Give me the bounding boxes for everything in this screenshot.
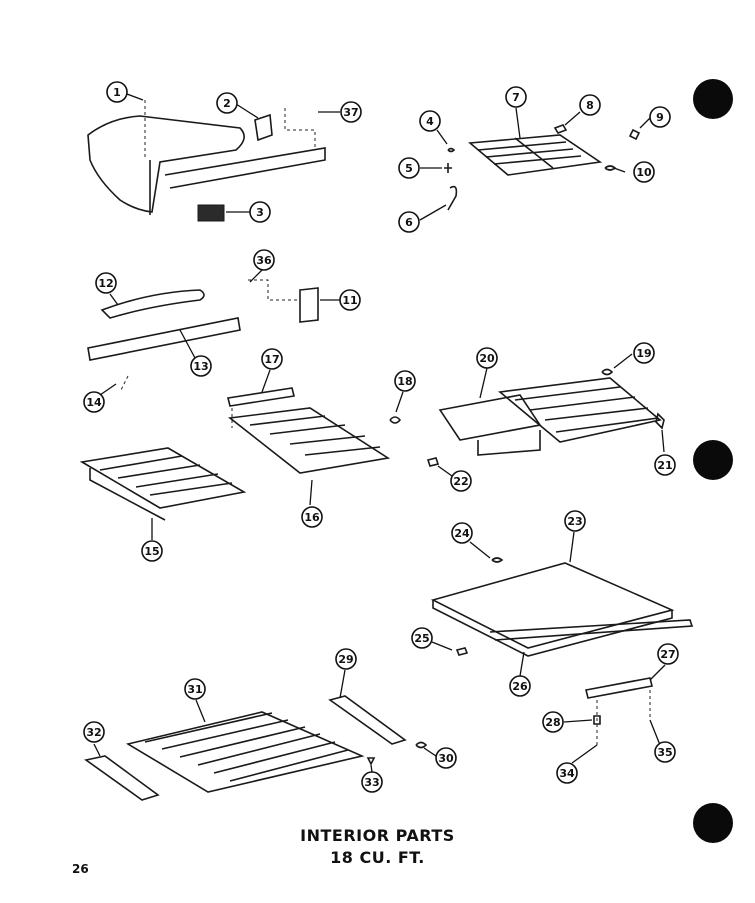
svg-text:25: 25: [414, 632, 429, 645]
callout-17: 17: [261, 348, 283, 370]
callout-10: 10: [633, 161, 655, 183]
callout-18-left: 18: [394, 370, 416, 392]
caption-title: INTERIOR PARTS: [300, 826, 455, 845]
svg-text:7: 7: [512, 91, 520, 104]
svg-text:35: 35: [657, 746, 672, 759]
bottom-shelf-group: [84, 664, 666, 801]
callout-14: 14: [83, 391, 105, 413]
callout-34: 34: [556, 762, 578, 784]
callout-9: 9: [649, 106, 671, 128]
svg-text:18: 18: [397, 375, 412, 388]
callout-16: 16: [301, 506, 323, 528]
svg-text:33: 33: [364, 776, 379, 789]
callout-19: 19: [633, 342, 655, 364]
crisper-cover-group: [430, 531, 694, 677]
crisper-rail-group: [87, 269, 340, 396]
svg-text:19: 19: [636, 347, 651, 360]
svg-text:29: 29: [338, 653, 353, 666]
callout-3: 3: [249, 201, 271, 223]
svg-text:36: 36: [256, 254, 272, 267]
page-number: 26: [72, 862, 89, 876]
callout-8: 8: [579, 94, 601, 116]
svg-text:13: 13: [193, 360, 208, 373]
callout-35: 35: [654, 741, 676, 763]
callout-26: 26: [509, 675, 531, 697]
svg-text:11: 11: [342, 294, 357, 307]
callout-22: 22: [450, 470, 472, 492]
callout-37: 37: [340, 101, 362, 123]
svg-text:9: 9: [656, 111, 664, 124]
svg-text:16: 16: [304, 511, 320, 524]
callout-33: 33: [361, 771, 383, 793]
callout-15: 15: [141, 540, 163, 562]
callout-7: 7: [505, 86, 527, 108]
callout-5: 5: [398, 157, 420, 179]
top-shelf-group: [419, 107, 651, 221]
callout-25: 25: [411, 627, 433, 649]
svg-text:37: 37: [343, 106, 358, 119]
callout-4: 4: [419, 110, 441, 132]
callout-23: 23: [564, 510, 586, 532]
svg-text:3: 3: [256, 206, 264, 219]
binder-hole-bottom: [693, 803, 733, 843]
callout-36: 36: [253, 249, 275, 271]
svg-text:23: 23: [567, 515, 582, 528]
callout-6: 6: [398, 211, 420, 233]
svg-text:17: 17: [264, 353, 279, 366]
callout-labels: 1 2 3 37 4 5 6 7 8 9 10 12 36 11 13 14 1…: [83, 81, 679, 793]
svg-text:15: 15: [144, 545, 159, 558]
mid-shelves-group: [79, 369, 391, 540]
svg-text:24: 24: [454, 527, 470, 540]
svg-text:28: 28: [545, 716, 560, 729]
callout-12: 12: [95, 272, 117, 294]
binder-hole-middle: [693, 440, 733, 480]
callout-29: 29: [335, 648, 357, 670]
caption-subtitle: 18 CU. FT.: [330, 848, 425, 867]
svg-text:20: 20: [479, 352, 495, 365]
callout-24: 24: [451, 522, 473, 544]
svg-text:4: 4: [426, 115, 434, 128]
svg-text:14: 14: [86, 396, 102, 409]
svg-text:22: 22: [453, 475, 468, 488]
callout-13: 13: [190, 355, 212, 377]
svg-text:1: 1: [113, 86, 121, 99]
svg-text:12: 12: [98, 277, 113, 290]
callout-30: 30: [435, 747, 457, 769]
callout-32: 32: [83, 721, 105, 743]
callout-11: 11: [339, 289, 361, 311]
liner-control-group: [87, 93, 340, 222]
callout-27: 27: [657, 643, 679, 665]
svg-text:2: 2: [223, 97, 231, 110]
svg-text:32: 32: [86, 726, 101, 739]
slide-shelf-group: [389, 353, 665, 477]
svg-text:34: 34: [559, 767, 575, 780]
binder-hole-top: [693, 79, 733, 119]
callout-21: 21: [654, 454, 676, 476]
svg-text:26: 26: [512, 680, 528, 693]
callout-28: 28: [542, 711, 564, 733]
svg-text:21: 21: [657, 459, 672, 472]
svg-text:10: 10: [636, 166, 652, 179]
callout-1: 1: [106, 81, 128, 103]
svg-text:6: 6: [405, 216, 413, 229]
svg-text:30: 30: [438, 752, 454, 765]
svg-text:5: 5: [405, 162, 413, 175]
callout-20: 20: [476, 347, 498, 369]
svg-text:31: 31: [187, 683, 202, 696]
callout-2: 2: [216, 92, 238, 114]
svg-text:8: 8: [586, 99, 594, 112]
callout-31: 31: [184, 678, 206, 700]
svg-text:27: 27: [660, 648, 675, 661]
